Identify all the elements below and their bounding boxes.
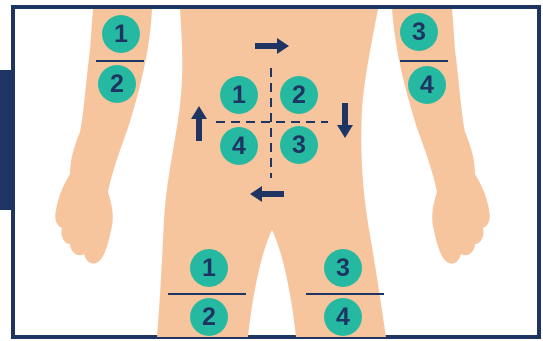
right-thigh-site-badge: 4 — [324, 298, 362, 336]
abdomen-site-badge: 4 — [220, 127, 258, 165]
left-thigh-site-badge: 2 — [190, 298, 228, 336]
left-arm-site-badge: 1 — [102, 15, 140, 53]
abdomen-site-badge: 1 — [220, 76, 258, 114]
abdomen-site-badge: 2 — [280, 76, 318, 114]
right-thigh-site-badge: 3 — [324, 249, 362, 287]
left-thigh-site-badge: 1 — [190, 249, 228, 287]
right-arm-site-badge: 3 — [400, 13, 438, 51]
left-arm-site-badge: 2 — [98, 65, 136, 103]
frame-side-tab — [0, 70, 13, 210]
left-arm-shape — [55, 9, 152, 264]
abdomen-site-badge: 3 — [280, 126, 318, 164]
right-arm-site-badge: 4 — [408, 66, 446, 104]
